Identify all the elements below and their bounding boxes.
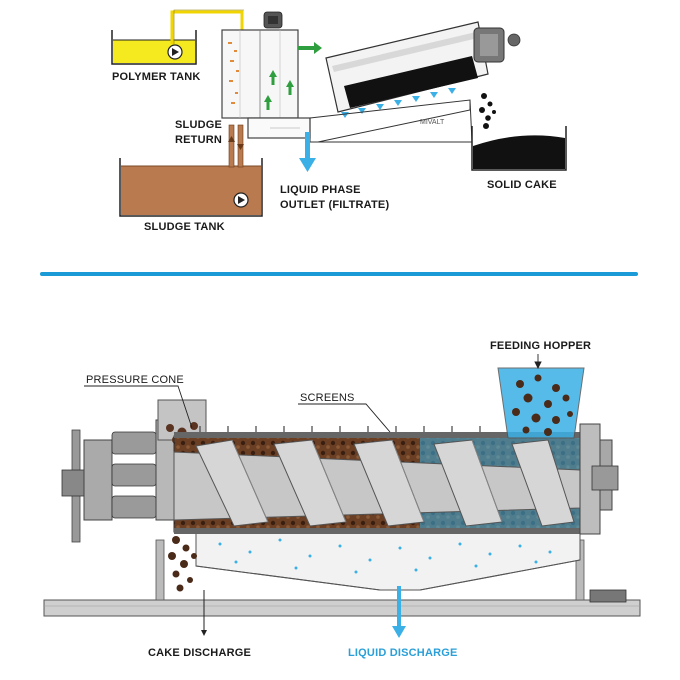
leader-lines: [84, 354, 542, 433]
solid-cake-bin: [471, 93, 567, 171]
label-liquid-discharge: LIQUID DISCHARGE: [348, 647, 458, 659]
label-liquid-phase-line2: OUTLET (FILTRATE): [280, 199, 390, 211]
filtrate-droplets: [218, 538, 552, 574]
base-frame: [43, 539, 641, 617]
label-solid-cake: SOLID CAKE: [487, 179, 557, 191]
screw-press-top: [309, 21, 521, 143]
section-divider: [40, 272, 638, 276]
cake-discharge-particles: [168, 536, 197, 592]
bottom-screw-press-diagram: [43, 354, 641, 638]
polymer-tank: [111, 9, 244, 65]
label-screens: SCREENS: [300, 392, 355, 404]
cake-discharge-pointer: [201, 590, 207, 636]
label-feeding-hopper: FEEDING HOPPER: [490, 340, 592, 352]
label-polymer-tank: POLYMER TANK: [112, 71, 201, 83]
label-sludge-return-line2: RETURN: [175, 134, 223, 146]
filtrate-outlet-arrow: [299, 132, 316, 172]
label-sludge-return-line1: SLUDGE: [175, 119, 223, 131]
liquid-trough: [195, 525, 581, 591]
label-sludge-tank: SLUDGE TANK: [144, 221, 225, 233]
screw-shaft: [173, 439, 581, 527]
label-cake-discharge: CAKE DISCHARGE: [148, 647, 252, 659]
liquid-discharge-arrow: [392, 586, 406, 638]
mixing-tank: [221, 11, 322, 139]
sludge-tank: [119, 124, 263, 217]
label-liquid-phase-line1: LIQUID PHASE: [280, 184, 361, 196]
label-pressure-cone: PRESSURE CONE: [86, 374, 184, 386]
feeding-hopper: [497, 367, 619, 535]
top-process-diagram: [111, 9, 567, 217]
brand-mark: MIVALT: [420, 119, 445, 126]
